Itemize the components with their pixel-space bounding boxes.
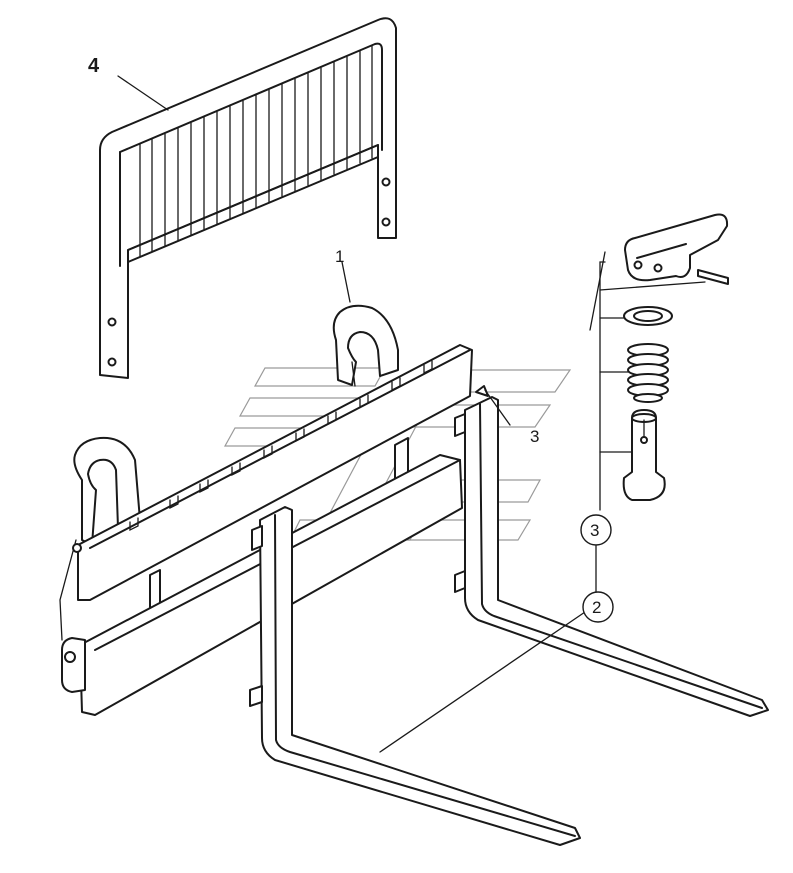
guard-bars [139, 45, 373, 257]
callout-fork-pin: 3 [530, 427, 539, 446]
spring [627, 343, 669, 403]
fork-front [249, 506, 581, 846]
load-backrest-guard [99, 17, 397, 379]
callout-guard: 4 [88, 55, 100, 77]
callout-bubble-kit-fork: 2 [582, 591, 614, 623]
callout-carriage: 1 [335, 247, 344, 266]
carriage-notches [129, 360, 433, 532]
callout-bubble-kit-pin: 3 [580, 514, 612, 546]
fork-rear [454, 385, 769, 717]
svg-text:3: 3 [590, 521, 599, 540]
leader-lines [117, 75, 706, 753]
fork-lock-kit [622, 213, 729, 501]
svg-text:2: 2 [592, 598, 601, 617]
